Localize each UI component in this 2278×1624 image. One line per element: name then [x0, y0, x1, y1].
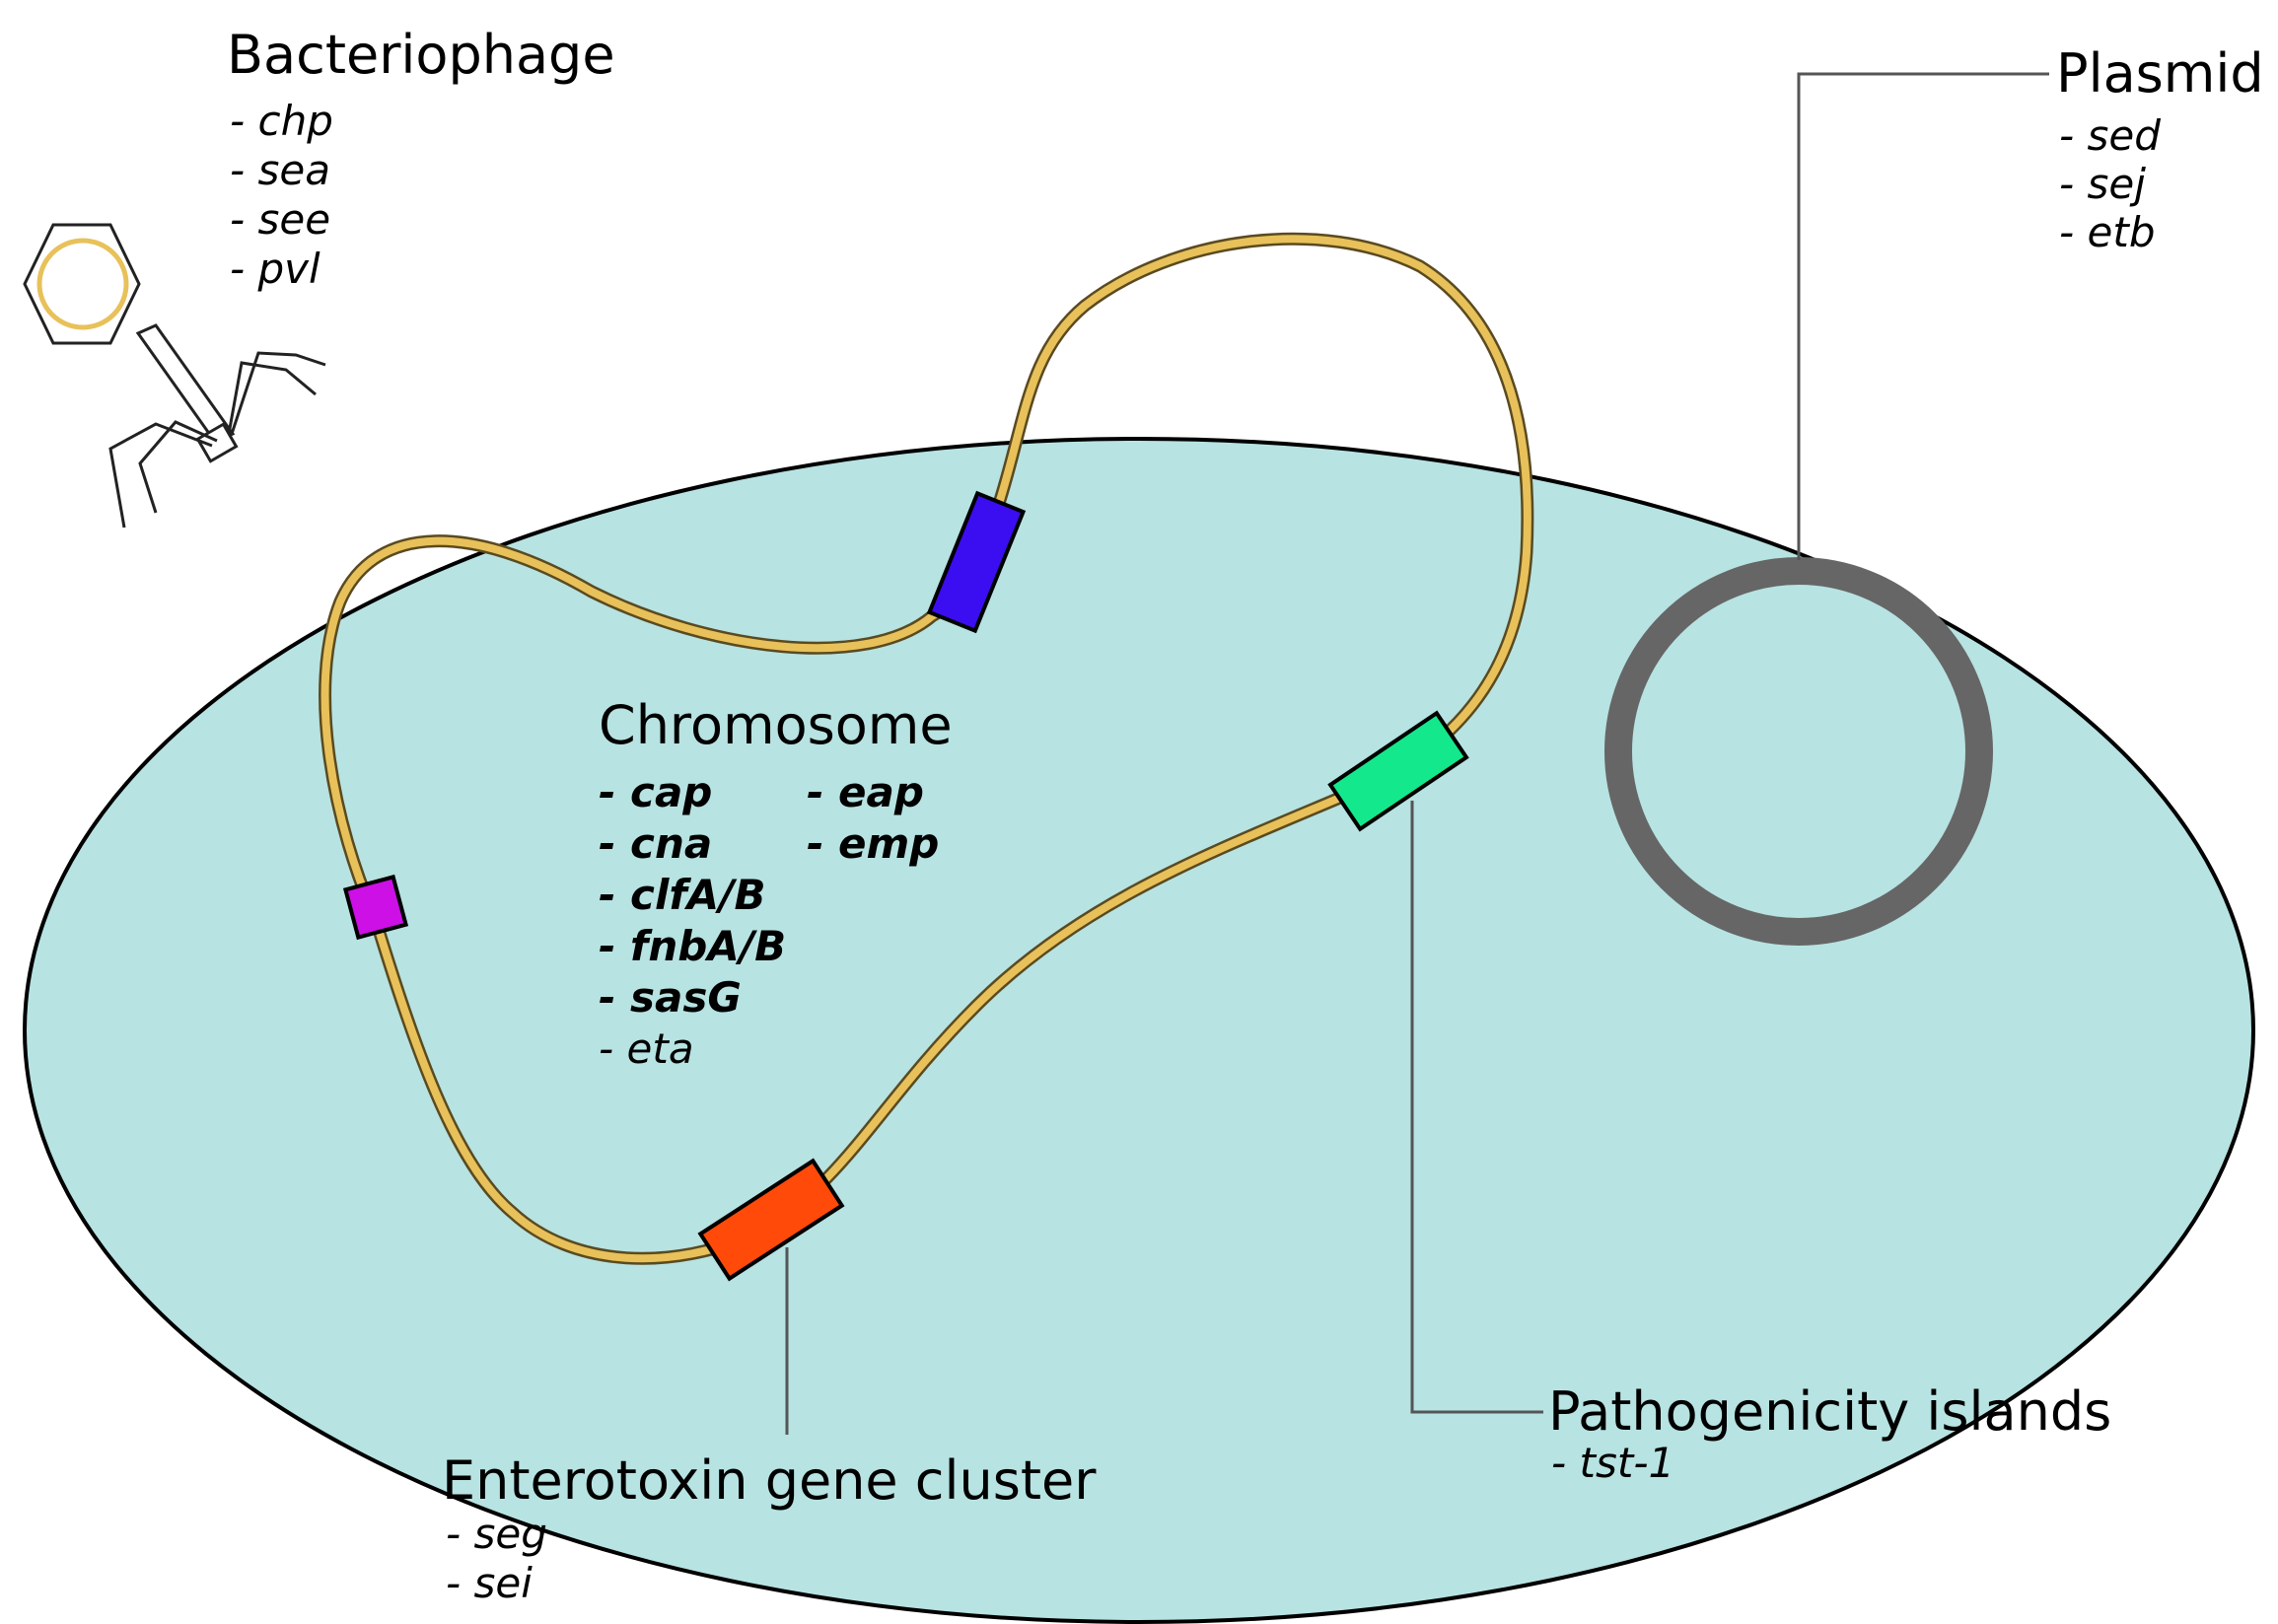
segment-blue — [926, 490, 1027, 634]
segment-green — [1327, 710, 1469, 832]
segment-orange — [697, 1158, 845, 1282]
plasmid-gene-3: - etb — [2059, 208, 2155, 256]
plasmid-label-group: Plasmid - sed - sej - etb — [2056, 42, 2264, 256]
chromosome-strand — [319, 232, 1534, 1265]
plasmid-gene-1: - sed — [2059, 111, 2161, 160]
bacteriophage-icon — [23, 223, 326, 529]
chromosome-gene-emp: - emp — [807, 819, 939, 868]
enterotoxin-gene-1: - seg — [446, 1510, 547, 1558]
enterotoxin-label-group: Enterotoxin gene cluster - seg - sei — [442, 1449, 1097, 1607]
chromosome-gene-clfab: - clfA/B — [599, 871, 765, 919]
chromosome-title: Chromosome — [599, 694, 953, 756]
segment-magenta — [342, 874, 409, 941]
bacteriophage-gene-2: - sea — [230, 146, 330, 194]
plasmid-title: Plasmid — [2056, 42, 2264, 105]
bacteriophage-gene-4: - pvl — [230, 245, 320, 293]
bacteriophage-label-group: Bacteriophage - chp - sea - see - pvl — [227, 24, 615, 293]
pathogenicity-islands-title: Pathogenicity islands — [1548, 1380, 2111, 1443]
enterotoxin-gene-2: - sei — [446, 1559, 533, 1607]
bacteriophage-title: Bacteriophage — [227, 24, 615, 86]
plasmid-gene-2: - sej — [2059, 160, 2146, 208]
chromosome-gene-fnbab: - fnbA/B — [599, 922, 786, 970]
pathogenicity-islands-leader-line — [1410, 801, 1543, 1414]
plasmid-leader-line — [1797, 72, 2049, 560]
chromosome-gene-eta: - eta — [599, 1024, 694, 1073]
chromosome-label-group: Chromosome - cap - cna - clfA/B - fnbA/B… — [599, 694, 953, 1073]
chromosome-gene-cna: - cna — [599, 819, 712, 868]
chromosome-gene-eap: - eap — [807, 768, 924, 816]
bacterial-cell — [23, 437, 2255, 1624]
chromosome-gene-cap: - cap — [599, 768, 712, 816]
bacteriophage-gene-1: - chp — [230, 97, 333, 145]
bacteriophage-gene-3: - see — [230, 195, 330, 244]
plasmid-ring — [1604, 557, 1993, 946]
pathogenicity-islands-label-group: Pathogenicity islands - tst-1 — [1548, 1380, 2111, 1487]
enterotoxin-title: Enterotoxin gene cluster — [442, 1449, 1097, 1512]
pathogenicity-islands-gene-1: - tst-1 — [1551, 1439, 1674, 1487]
chromosome-gene-sasg: - sasG — [599, 973, 742, 1022]
